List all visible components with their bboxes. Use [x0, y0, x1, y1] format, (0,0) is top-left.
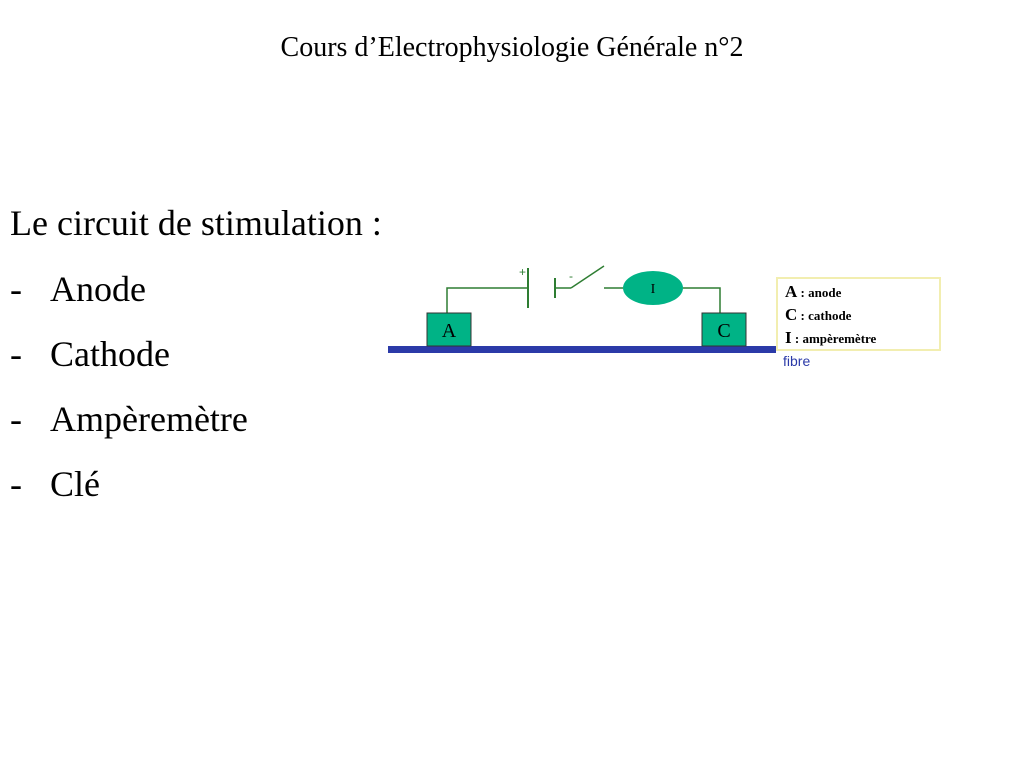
fiber-label: fibre	[783, 353, 810, 369]
bullet-label: Clé	[50, 464, 100, 504]
slide-title: Cours d’Electrophysiologie Générale n°2	[280, 32, 744, 63]
battery-minus-label: -	[569, 269, 573, 283]
bullet-label: Ampèremètre	[50, 399, 248, 439]
bullet-item-key: -Clé	[10, 461, 248, 526]
battery-icon	[527, 268, 556, 308]
stimulation-circuit-diagram: + - I A C A : anode C : cathode I : ampè…	[380, 250, 950, 380]
legend-item-anode: A : anode	[785, 282, 842, 301]
fiber-bar	[388, 346, 776, 353]
legend-box	[776, 277, 941, 351]
bullet-item-anode: -Anode	[10, 266, 248, 331]
bullet-marker: -	[10, 399, 22, 439]
bullet-item-ammeter: -Ampèremètre	[10, 396, 248, 461]
anode-electrode-label: A	[442, 320, 457, 342]
bullet-list: -Anode -Cathode -Ampèremètre -Clé	[10, 266, 248, 526]
legend-item-ammeter: I : ampèremètre	[785, 328, 877, 347]
bullet-marker: -	[10, 464, 22, 504]
anode-electrode	[426, 312, 472, 347]
bullet-label: Cathode	[50, 334, 170, 374]
circuit-wires	[446, 265, 721, 313]
bullet-label: Anode	[50, 269, 146, 309]
ammeter-icon	[623, 271, 683, 305]
cathode-electrode-label: C	[717, 320, 730, 342]
battery-plus-label: +	[519, 265, 526, 279]
bullet-item-cathode: -Cathode	[10, 331, 248, 396]
section-heading: Le circuit de stimulation :	[10, 203, 382, 243]
legend-item-cathode: C : cathode	[785, 305, 852, 324]
bullet-marker: -	[10, 334, 22, 374]
cathode-electrode	[701, 312, 747, 347]
ammeter-label: I	[651, 282, 656, 297]
bullet-marker: -	[10, 269, 22, 309]
